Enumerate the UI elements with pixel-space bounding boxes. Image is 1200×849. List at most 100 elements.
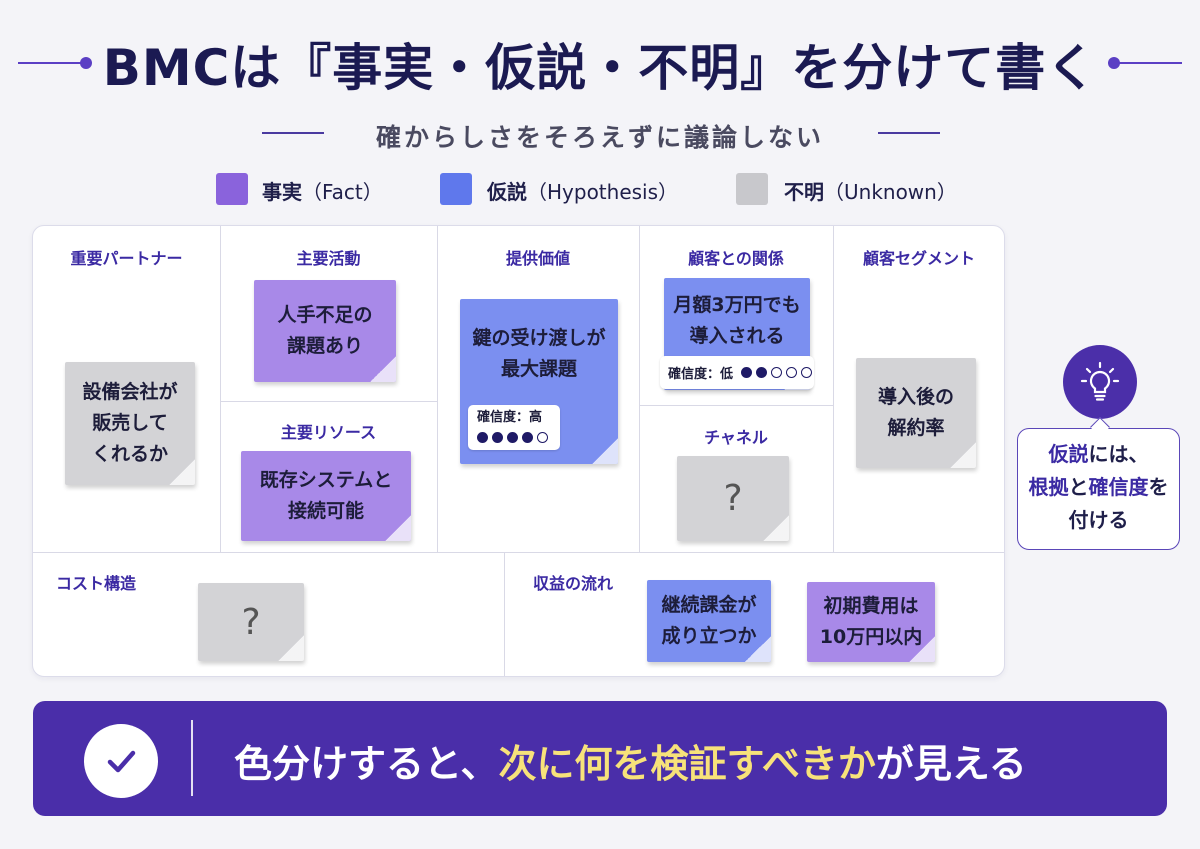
check-icon-svg [107, 750, 136, 773]
note-revenue-fact: 初期費用は 10万円以内 [807, 582, 935, 662]
note-key-activities: 人手不足の 課題あり [254, 280, 396, 382]
block-title-revenue-streams: 収益の流れ [533, 574, 614, 593]
confidence-dot-filled [507, 432, 518, 443]
page-title: BMCは『事実・仮説・不明』を分けて書く [102, 39, 1098, 97]
subtitle-right-line [878, 132, 940, 134]
callout-line-1: 仮説には、 [1018, 438, 1179, 471]
banner-separator [191, 720, 193, 796]
confidence-dots [741, 367, 813, 378]
legend-hypothesis-label: 仮説 [487, 180, 527, 204]
note-line: 成り立つか [661, 625, 757, 647]
page-curl [169, 459, 195, 485]
note-cost-structure: ? [198, 583, 304, 661]
callout-line-3: 付ける [1068, 508, 1129, 532]
note-line: 課題あり [286, 335, 363, 357]
note-channels: ? [677, 456, 789, 541]
page-curl [763, 515, 789, 541]
callout-hl: 確信度 [1088, 475, 1149, 499]
page-curl [592, 438, 618, 464]
page-curl [745, 636, 771, 662]
note-line: 最大課題 [500, 358, 577, 380]
note-line: くれるか [91, 443, 168, 465]
note-line: 初期費用は [823, 595, 919, 617]
confidence-dot-empty [801, 367, 813, 378]
grid-line [33, 552, 1004, 553]
subtitle-left-line [262, 132, 324, 134]
confidence-dot-filled [741, 367, 753, 378]
check-icon [84, 724, 158, 798]
callout-text: には、 [1088, 442, 1149, 466]
block-title-value-proposition: 提供価値 [505, 249, 570, 268]
note-line: 販売して [92, 412, 168, 434]
note-revenue-hypothesis: 継続課金が 成り立つか [647, 580, 771, 662]
note-line: 月額3万円でも [673, 294, 801, 316]
note-customer-segments: 導入後の 解約率 [856, 358, 976, 468]
legend-label-unknown: 不明（Unknown） [784, 176, 957, 205]
note-value-proposition: 鍵の受け渡しが 最大課題 確信度：高 [460, 299, 618, 464]
confidence-dot-filled [492, 432, 503, 443]
page-curl [909, 636, 935, 662]
question-mark: ? [241, 601, 261, 643]
block-title-key-resources: 主要リソース [280, 423, 377, 442]
callout-line-2: 根拠と確信度を [1018, 471, 1179, 504]
block-title-key-partners: 重要パートナー [70, 249, 183, 268]
banner-text-a: 色分けすると、 [234, 742, 499, 786]
block-title-customer-segments: 顧客セグメント [862, 249, 975, 268]
page-curl [278, 635, 304, 661]
grid-line [639, 226, 640, 552]
confidence-dot-empty [537, 432, 548, 443]
confidence-dot-filled [522, 432, 533, 443]
banner-text-b: が見える [875, 742, 1027, 786]
note-line: 人手不足の [277, 304, 373, 326]
lightbulb-icon [1063, 345, 1137, 419]
callout-text: を [1148, 475, 1169, 499]
grid-line [437, 226, 438, 552]
note-line: 設備会社が [82, 381, 178, 403]
legend-label-fact: 事実（Fact） [262, 176, 383, 205]
confidence-dot-filled [477, 432, 488, 443]
confidence-badge-high: 確信度：高 [468, 405, 560, 450]
note-line: 導入される [689, 325, 785, 347]
grid-line [504, 552, 505, 676]
callout-hl: 仮説 [1048, 442, 1089, 466]
legend-unknown-label: 不明 [784, 180, 824, 204]
page-curl [385, 515, 411, 541]
block-title-channels: チャネル [704, 428, 768, 447]
title-left-dot [80, 57, 92, 69]
callout-hl: 根拠 [1028, 475, 1069, 499]
page-subtitle: 確からしさをそろえずに議論しない [375, 123, 824, 152]
banner-message: 色分けすると、次に何を検証すべきかが見える [234, 733, 1027, 788]
confidence-label: 確信度：高 [477, 410, 543, 425]
bottom-banner [33, 701, 1167, 816]
confidence-dots [477, 432, 560, 443]
note-key-resources: 既存システムと 接続可能 [241, 451, 411, 541]
note-line: 解約率 [887, 417, 945, 439]
legend-swatch-unknown [736, 173, 768, 205]
legend-swatch-hypothesis [440, 173, 472, 205]
confidence-dot-empty [786, 367, 798, 378]
note-line: 導入後の [877, 386, 954, 408]
page-curl [370, 356, 396, 382]
grid-line [833, 226, 834, 552]
legend-unknown-paren: （Unknown） [824, 180, 957, 204]
block-title-key-activities: 主要活動 [296, 249, 361, 268]
block-title-cost-structure: コスト構造 [56, 574, 137, 593]
grid-line [639, 405, 833, 406]
note-line: 鍵の受け渡しが [472, 327, 606, 349]
confidence-badge-low: 確信度：低 [660, 356, 814, 389]
banner-text-highlight: 次に何を検証すべきか [498, 742, 876, 786]
legend-label-hypothesis: 仮説（Hypothesis） [487, 176, 678, 205]
block-title-customer-relationships: 顧客との関係 [688, 249, 784, 268]
lightbulb-icon-svg [1080, 361, 1120, 401]
title-right-line [1114, 62, 1182, 64]
page-curl [950, 442, 976, 468]
note-line: 継続課金が [661, 594, 757, 616]
legend-hypothesis-paren: （Hypothesis） [527, 180, 679, 204]
grid-line [220, 226, 221, 552]
grid-line [220, 401, 437, 402]
confidence-label: 確信度：低 [668, 367, 734, 382]
legend-fact-label: 事実 [262, 180, 302, 204]
confidence-dot-filled [756, 367, 768, 378]
note-line: 既存システムと [259, 469, 393, 491]
note-line: 10万円以内 [819, 626, 923, 648]
